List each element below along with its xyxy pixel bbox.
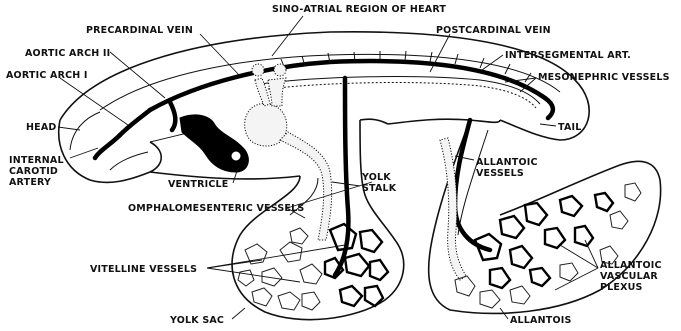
label-sino-atrial: SINO-ATRIAL REGION OF HEART: [272, 4, 446, 15]
label-aortic-arch-2: AORTIC ARCH II: [25, 48, 110, 59]
label-allantoic-vessels-1: ALLANTOIC: [476, 157, 538, 168]
label-aortic-arch-1: AORTIC ARCH I: [6, 70, 88, 81]
label-tail: TAIL: [558, 122, 581, 133]
label-allantoic-plexus-1: ALLANTOIC: [600, 260, 662, 271]
label-internal-carotid-2: CAROTID: [9, 166, 58, 177]
heart: [180, 64, 287, 172]
label-yolk-stalk-2: STALK: [362, 183, 397, 194]
ventricle: [180, 115, 248, 172]
label-omphalomesenteric: OMPHALOMESENTERIC VESSELS: [128, 203, 304, 214]
postcardinal-vein: [260, 77, 540, 108]
label-allantois: ALLANTOIS: [510, 315, 572, 326]
label-vitelline-vessels: VITELLINE VESSELS: [90, 264, 197, 275]
label-head: HEAD: [26, 122, 56, 133]
label-allantoic-vessels-2: VESSELS: [476, 168, 524, 179]
label-intersegmental-art: INTERSEGMENTAL ART.: [505, 50, 631, 61]
labels: SINO-ATRIAL REGION OF HEART PRECARDINAL …: [6, 4, 670, 326]
label-internal-carotid-3: ARTERY: [9, 177, 51, 188]
label-allantoic-plexus-3: PLEXUS: [600, 282, 643, 293]
label-postcardinal-vein: POSTCARDINAL VEIN: [436, 25, 551, 36]
label-ventricle: VENTRICLE: [168, 179, 228, 190]
label-yolk-stalk-1: YOLK: [361, 172, 391, 183]
label-precardinal-vein: PRECARDINAL VEIN: [86, 25, 193, 36]
label-allantoic-plexus-2: VASCULAR: [600, 271, 658, 282]
omphalomesenteric-vessels: [280, 132, 332, 240]
label-mesonephric-vessels: MESONEPHRIC VESSELS: [538, 72, 670, 83]
label-internal-carotid-1: INTERNAL: [9, 155, 64, 166]
vitelline-vessels: [238, 224, 388, 310]
label-yolk-sac: YOLK SAC: [169, 315, 224, 326]
